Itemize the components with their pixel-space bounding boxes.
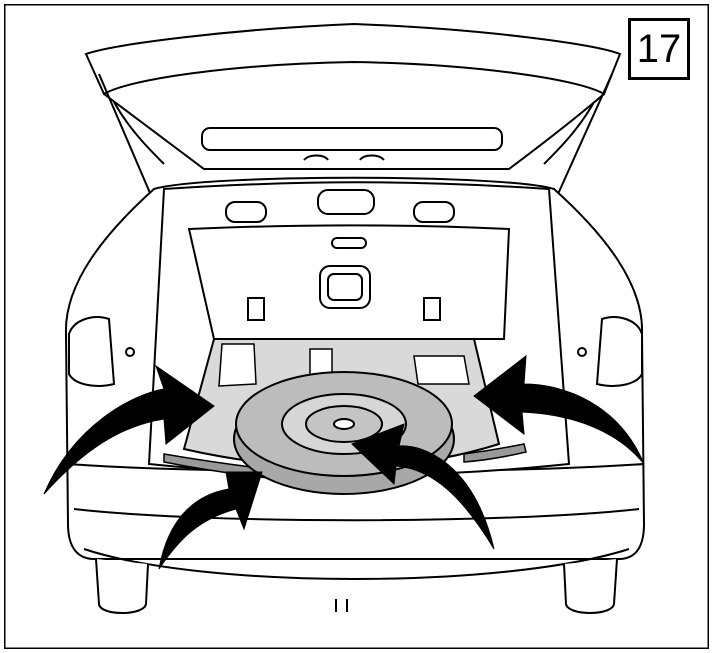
arrow-center [351,423,495,550]
rotation-arrows [43,354,645,570]
step-number: 17 [636,26,682,71]
tailgate [84,22,622,170]
car-trunk-illustration [4,4,709,649]
arrow-bottom-left [158,471,263,570]
spare-wheel [233,371,455,495]
arrow-left [43,364,215,495]
arrow-right [473,354,645,465]
illustration-frame [4,4,709,649]
step-number-badge: 17 [628,18,690,80]
